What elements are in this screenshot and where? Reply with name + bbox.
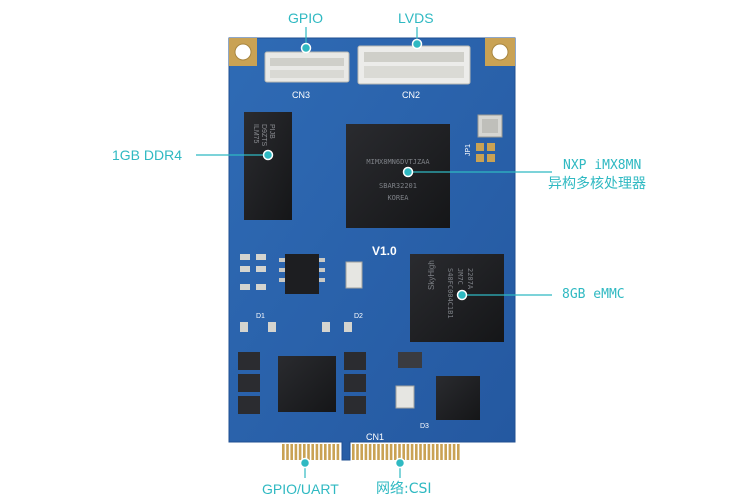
edge-finger	[324, 444, 327, 460]
d2-silkscreen: D2	[354, 313, 363, 320]
emmc-marking-2: S40FC004C1B1	[446, 268, 454, 319]
edge-finger	[448, 444, 452, 460]
edge-finger	[373, 444, 376, 460]
edge-finger	[311, 444, 314, 460]
edge-finger	[394, 444, 397, 460]
ddr-dot	[262, 149, 274, 161]
emmc-chip: 2207A JM7C S40FC004C1B1 SkyHigh	[410, 254, 504, 342]
edge-finger	[328, 444, 331, 460]
callout-dots	[262, 38, 468, 469]
jumper-jp1	[476, 143, 495, 162]
capacitor-cluster-left	[238, 352, 260, 414]
edge-connector-right	[352, 444, 460, 460]
edge-finger	[307, 444, 310, 460]
edge-finger	[402, 444, 405, 460]
pmic-chip	[278, 356, 336, 412]
edge-finger	[419, 444, 422, 460]
emmc-dot	[456, 289, 468, 301]
edge-finger	[319, 444, 323, 460]
passive-components-left	[240, 254, 352, 332]
gpio-label: GPIO	[288, 10, 324, 26]
ddr-marking-1: PIJB	[268, 124, 275, 139]
gpio-uart-label: GPIO/UART	[262, 481, 339, 497]
small-ic-cluster	[395, 352, 422, 409]
emmc-marking-3: JM7C	[456, 268, 464, 285]
mounting-hole-left	[229, 38, 257, 66]
edge-finger	[352, 444, 355, 460]
edge-finger	[431, 444, 435, 460]
soc-chip: MIMX8MN6DVTJZAA SBAR32201 KOREA	[346, 124, 450, 228]
gpio-uart-dot	[299, 457, 311, 469]
edge-finger	[444, 444, 447, 460]
inductor	[345, 261, 363, 289]
edge-finger	[452, 444, 456, 460]
ddr-marking-3: ILM75	[252, 124, 259, 144]
edge-finger	[368, 444, 372, 460]
version-silkscreen: V1.0	[372, 244, 397, 258]
lvds-label: LVDS	[398, 10, 434, 26]
edge-finger	[436, 444, 439, 460]
regulator-ic	[279, 254, 325, 294]
edge-finger	[303, 444, 306, 460]
soc-marking-3: KOREA	[387, 194, 409, 202]
edge-finger	[406, 444, 410, 460]
soc-label-line1: NXP iMX8MN	[563, 158, 642, 173]
ddr4-chip: PIJB D9ZTS ILM75	[244, 112, 292, 220]
crystal-oscillator	[477, 114, 503, 138]
d1-silkscreen: D1	[256, 313, 265, 320]
edge-finger	[377, 444, 380, 460]
mounting-hole-right	[485, 38, 515, 66]
edge-finger	[290, 444, 293, 460]
edge-finger	[427, 444, 431, 460]
edge-finger	[282, 444, 285, 460]
cn1-silkscreen: CN1	[366, 432, 384, 442]
edge-finger	[294, 444, 298, 460]
jp1-silkscreen: JP1	[465, 144, 472, 156]
emmc-marking-1: SkyHigh	[427, 260, 436, 290]
edge-finger	[315, 444, 319, 460]
edge-connector-left	[282, 444, 340, 460]
edge-finger	[398, 444, 401, 460]
gpio-dot	[300, 42, 312, 54]
edge-finger	[440, 444, 443, 460]
ddr-marking-2: D9ZTS	[260, 124, 267, 147]
soc-label-line2: 异构多核处理器	[548, 176, 646, 192]
edge-finger	[457, 444, 460, 460]
edge-finger	[423, 444, 426, 460]
ethernet-phy-chip	[436, 376, 480, 420]
edge-finger	[360, 444, 363, 460]
network-csi-label: 网络:CSI	[376, 481, 432, 497]
cn2-silkscreen: CN2	[402, 90, 420, 100]
soc-marking-2: SBAR32201	[379, 182, 417, 190]
edge-finger	[389, 444, 393, 460]
ddr-label: 1GB DDR4	[112, 147, 183, 163]
edge-finger	[364, 444, 368, 460]
edge-finger	[332, 444, 335, 460]
edge-finger	[385, 444, 389, 460]
edge-finger	[286, 444, 289, 460]
edge-finger	[298, 444, 302, 460]
connector-cn2	[357, 45, 471, 85]
soc-marking-1: MIMX8MN6DVTJZAA	[366, 158, 430, 166]
edge-finger	[356, 444, 359, 460]
edge-finger	[410, 444, 414, 460]
lvds-dot	[411, 38, 423, 50]
d3-silkscreen: D3	[420, 423, 429, 430]
soc-dot	[402, 166, 414, 178]
edge-finger	[381, 444, 384, 460]
network-csi-dot	[394, 457, 406, 469]
capacitor-cluster-right	[344, 352, 366, 414]
connector-cn3	[264, 51, 350, 83]
edge-finger	[415, 444, 418, 460]
edge-finger	[336, 444, 340, 460]
emmc-marking-4: 2207A	[466, 268, 474, 290]
emmc-label: 8GB eMMC	[562, 287, 625, 302]
cn3-silkscreen: CN3	[292, 90, 310, 100]
